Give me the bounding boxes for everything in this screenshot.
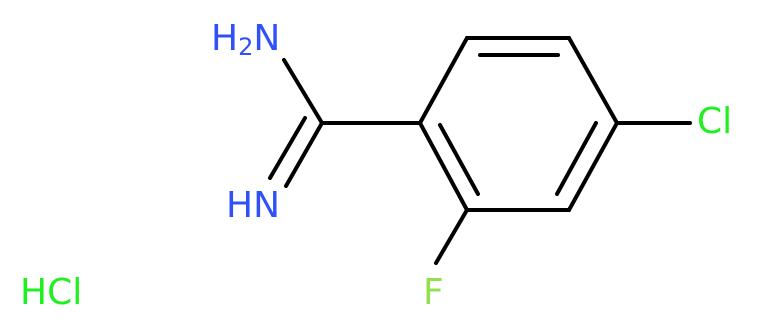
label-nh: HN [226,185,280,226]
ring-bond-c6-c1 [418,121,469,212]
ring-double-c4-c5 [555,121,598,196]
atom-label-layer: H2N HN Cl F HCl [20,18,732,313]
label-nh2-h: H [211,18,238,59]
ring-bond-c1-c2 [418,36,469,125]
label-hcl: HCl [20,272,82,313]
bond-amidine-c-nh2 [282,58,324,125]
label-nh2: H2N [211,18,280,61]
ring-bond-c4-c5 [567,121,619,212]
bond-ring-f [434,208,469,265]
bond-amidine-c-nh-double [268,116,307,180]
bond-layer [268,36,692,265]
label-cl: Cl [697,101,732,142]
bond-amidine-c-nh [284,121,324,188]
ring-double-c6-c1 [438,123,480,196]
ring-bond-c3-c4 [567,36,619,125]
label-f: F [423,272,444,313]
label-nh2-n: N [253,18,280,59]
label-nh2-subscript: 2 [238,33,253,61]
